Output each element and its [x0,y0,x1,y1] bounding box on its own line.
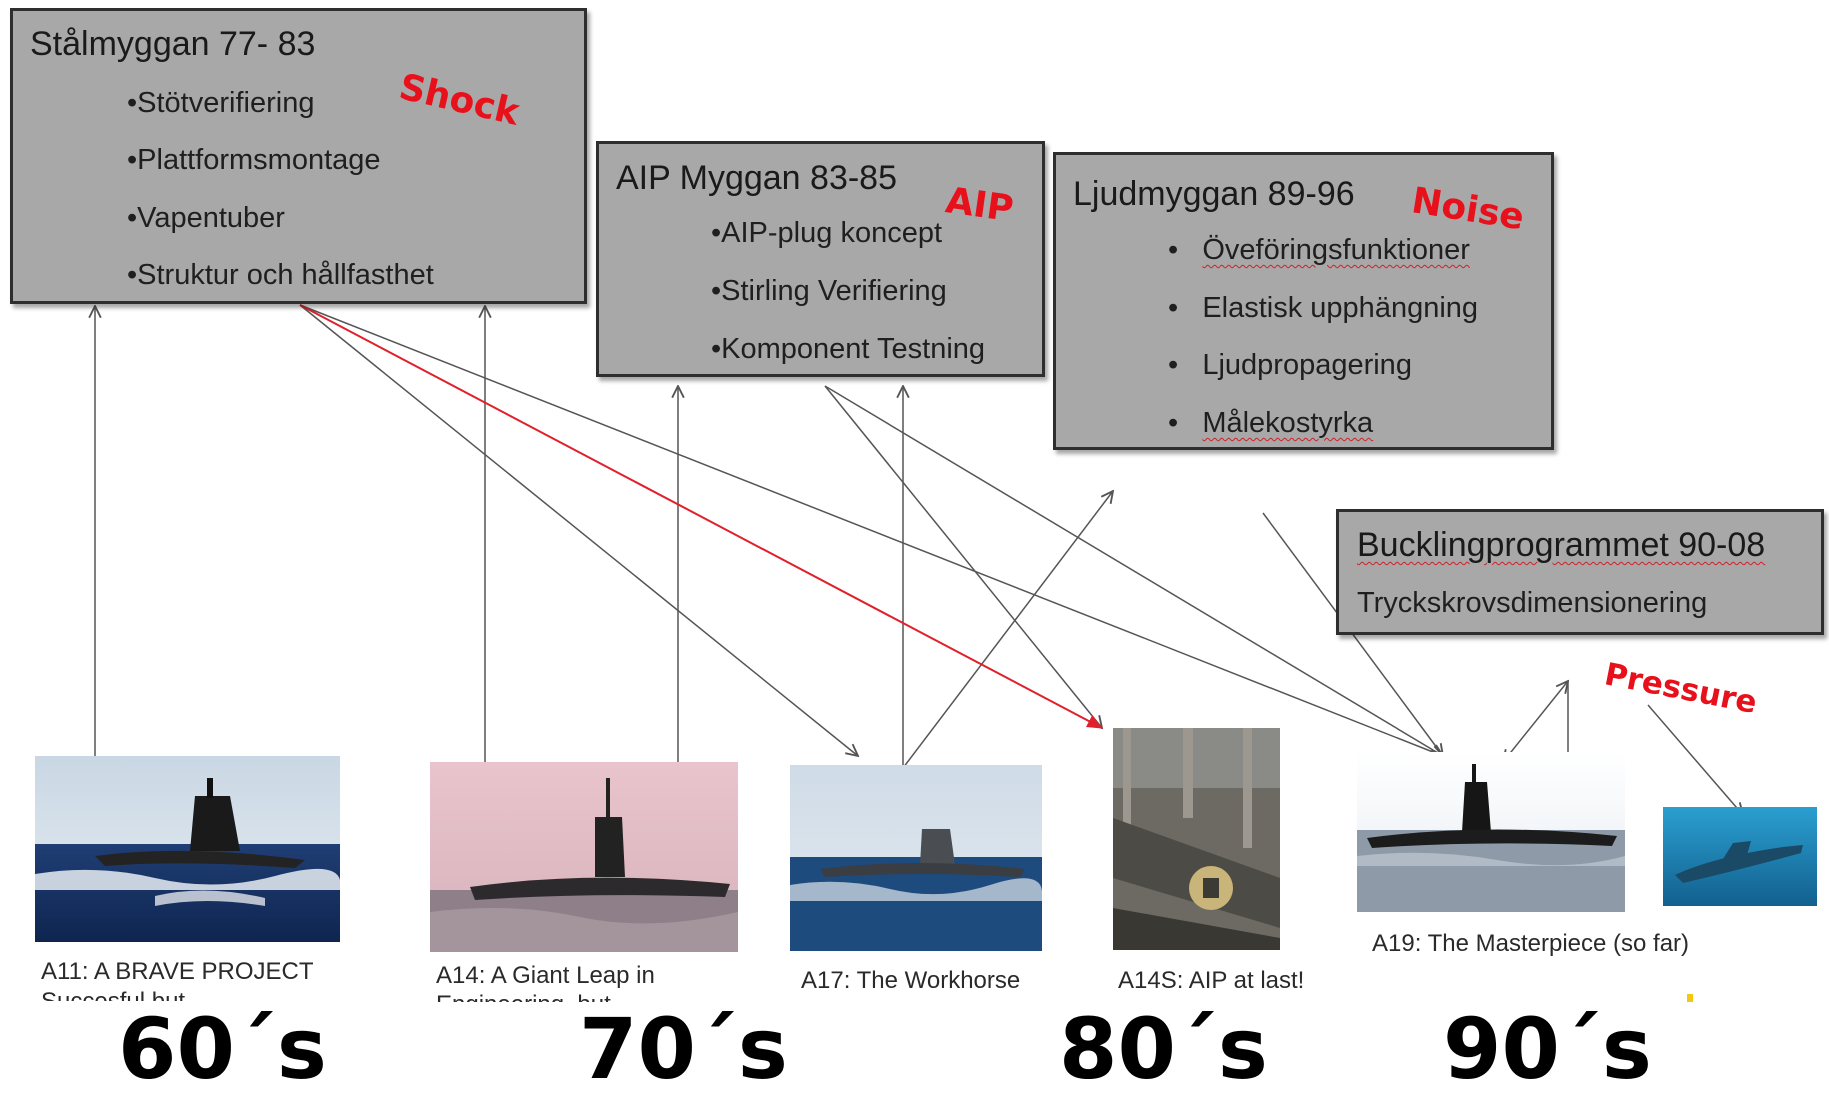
a19-caption: A19: The Masterpiece (so far) [1372,930,1689,958]
ljudmyggan-bullet-3: • Ljudpropagering [1168,349,1412,381]
a19-caption-text: A19: The Masterpiece (so far) [1372,930,1690,957]
aip-bullet-2: •Stirling Verifiering [711,275,947,307]
a11-caption-cut: Succesful but [41,988,301,1001]
ljudmyggan-bullet-1: • Öveföringsfunktioner [1168,234,1470,266]
ljudmyggan-box: Ljudmyggan 89-96 • Öveföringsfunktioner … [1053,152,1554,450]
aip-bullet-1: •AIP-plug koncept [711,217,943,249]
arrow-aip-to-a14s [824,385,1102,728]
decade-80s: 80´s [1059,1000,1268,1098]
ljudmyggan-bullet-4: • Målekostyrka [1168,407,1374,439]
a14s-submarine-photo [1113,728,1280,950]
stalmyggan-bullet-2: •Plattformsmontage [127,144,381,176]
decade-60s: 60´s [118,1000,327,1098]
ljudmyggan-bullet-2: • Elastisk upphängning [1168,292,1479,324]
a19-submarine-photo [1357,752,1625,912]
stalmyggan-title: Stålmyggan 77- 83 [30,25,316,63]
ljudmyggan-bullet-3-text: Ljudpropagering [1202,349,1412,381]
stalmyggan-bullet-3: •Vapentuber [127,202,285,234]
a11-submarine-photo [35,756,340,942]
buckling-box: Bucklingprogrammet 90-08 Tryckskrovsdime… [1336,509,1824,635]
aip-title: AIP Myggan 83-85 [616,159,897,197]
buckling-subtitle: Tryckskrovsdimensionering [1357,587,1708,619]
a17-caption-text: A17: The Workhorse [801,967,1021,994]
a14-caption-cut: Engineering, but [436,991,686,1002]
arrow-stalmyggan-to-a17 [299,304,858,756]
ljudmyggan-bullet-2-text: Elastisk upphängning [1202,292,1479,324]
decade-70s: 70´s [579,1000,788,1098]
a14-caption-line2: Engineering, but [436,991,611,1002]
buckling-title-text: Bucklingprogrammet 90-08 [1357,526,1766,564]
a11-caption-line2: Succesful but [41,988,185,1001]
stalmyggan-bullet-1: •Stötverifiering [127,87,315,119]
arrow-aip-to-a19 [824,385,1443,756]
aip-bullet-3: •Komponent Testning [711,333,986,365]
a17-submarine-photo [790,765,1042,951]
a17-caption: A17: The Workhorse [801,967,1020,995]
arrow-stalmyggan-to-a19 [299,304,1443,756]
a14s-caption: A14S: AIP at last! [1118,967,1305,994]
yellow-mark-icon [1687,994,1693,1002]
ljudmyggan-title: Ljudmyggan 89-96 [1073,175,1355,213]
arrow-pressure-to-new-sub [1647,704,1743,815]
ljudmyggan-bullet-1-text: Öveföringsfunktioner [1202,234,1470,266]
arrow-stalmyggan-to-a14s-highlight [299,304,1104,729]
aip-box: AIP Myggan 83-85 •AIP-plug koncept •Stir… [596,141,1045,377]
ljudmyggan-bullet-4-text: Målekostyrka [1202,407,1374,439]
buckling-title: Bucklingprogrammet 90-08 [1357,526,1765,565]
a14-submarine-photo [430,762,738,952]
stalmyggan-bullet-4: •Struktur och hållfasthet [127,259,434,291]
decade-90s: 90´s [1443,1000,1652,1098]
arrow-a19-buckling-double [1503,681,1568,762]
future-submarine-photo [1663,807,1817,906]
arrow-a17-to-ljudmyggan [902,491,1113,769]
a14-caption-text: A14: A Giant Leap in [436,962,655,989]
a14-caption: A14: A Giant Leap in [436,962,655,990]
stalmyggan-box: Stålmyggan 77- 83 •Stötverifiering •Plat… [10,8,587,304]
a11-caption: A11: A BRAVE PROJECT [41,958,314,985]
